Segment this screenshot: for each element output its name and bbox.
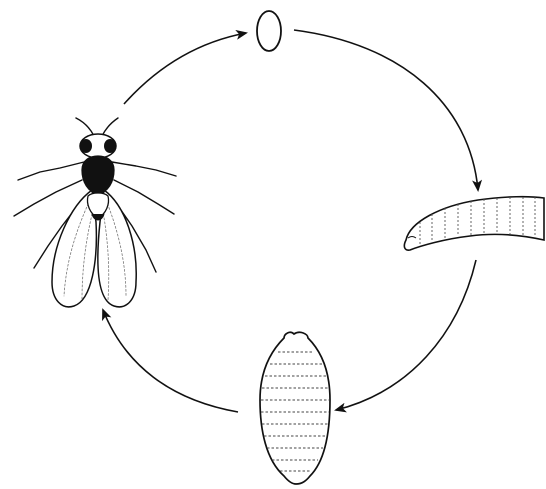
fly-thorax xyxy=(82,156,114,194)
arrow-pupa-to-adult xyxy=(103,310,238,412)
arrow-larva-to-pupa xyxy=(336,260,476,410)
arrow-egg-to-larva xyxy=(294,30,478,190)
fly-leg-front-left xyxy=(18,162,84,180)
adult-fly-stage xyxy=(14,118,176,307)
egg-illustration xyxy=(257,11,281,51)
fly-leg-mid-left xyxy=(14,180,82,216)
fly-eye-left xyxy=(80,139,92,153)
larva-stage xyxy=(404,197,544,250)
pupa-illustration xyxy=(260,332,330,484)
fly-antenna-left xyxy=(76,118,94,136)
fly-leg-mid-right xyxy=(114,180,174,214)
fly-antenna-right xyxy=(102,118,118,136)
larva-illustration xyxy=(404,197,544,250)
pupa-stage xyxy=(260,332,330,484)
fly-leg-front-right xyxy=(112,162,176,176)
arrow-adult-to-egg xyxy=(124,33,246,104)
fly-eye-right xyxy=(104,139,116,153)
egg-stage xyxy=(257,11,281,51)
